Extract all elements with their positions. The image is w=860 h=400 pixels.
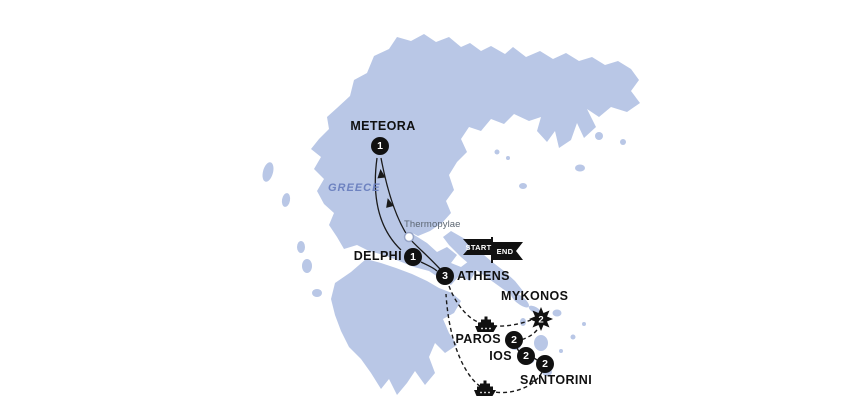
flag-pole [491,237,493,263]
night-count-badge-santorini: 2 [536,355,554,373]
peloponnese-shape [331,259,461,395]
start-flag-label: START [466,243,492,252]
location-label-ios: IOS [489,349,512,363]
island-shape [552,309,562,317]
island-shape [506,156,510,160]
night-count-badge-ios: 2 [517,347,535,365]
location-label-santorini: SANTORINI [519,373,593,387]
night-count-badge-meteora: 1 [371,137,389,155]
island-shape [262,162,274,182]
island-shape [575,164,585,172]
location-label-delphi: DELPHI [353,249,402,263]
location-label-meteora: METEORA [350,119,416,133]
euboea-island-shape [443,231,523,297]
location-label-athens: ATHENS [457,269,510,283]
route-arrow-icon [377,169,386,179]
route-arrows [377,169,394,208]
island-shape [312,289,322,297]
island-shape [494,149,500,155]
island-shape [582,322,586,326]
country-label-greece: GREECE [328,182,381,194]
mainland-shape [311,34,640,285]
island-shape [559,349,563,353]
end-flag-label: END [497,247,514,256]
land-route-line [374,157,402,251]
night-count-badge-athens: 3 [436,267,454,285]
island-shape [519,183,527,189]
special-stay-star-icon: 2 [529,307,553,331]
start-end-flags: START END [463,237,523,263]
route-arrow-icon [386,198,394,208]
sea-route-dashed-line [448,285,532,327]
ferry-icon [474,380,496,396]
island-shape [510,292,530,308]
night-count-badge-paros: 2 [505,331,523,349]
island-shape [528,305,542,315]
location-label-paros: PAROS [455,332,501,346]
island-shape [595,132,603,140]
island-shape [281,193,291,207]
location-label-mykonos: MYKONOS [501,289,569,303]
night-count-badge-mykonos: 2 [538,314,543,325]
island-shape [534,335,548,351]
land-route-line [420,261,438,272]
start-flag [463,239,491,255]
location-label-thermopylae: Thermopylae [404,219,461,230]
night-count-badge-delphi: 1 [404,248,422,266]
island-shape [570,334,576,340]
sea-route-dashed-line [533,357,541,363]
island-shape [620,139,626,145]
ferry-icon [475,316,497,332]
island-shape [302,259,312,273]
thermopylae-marker [403,231,415,243]
island-shape [297,241,305,253]
end-flag [493,242,523,260]
